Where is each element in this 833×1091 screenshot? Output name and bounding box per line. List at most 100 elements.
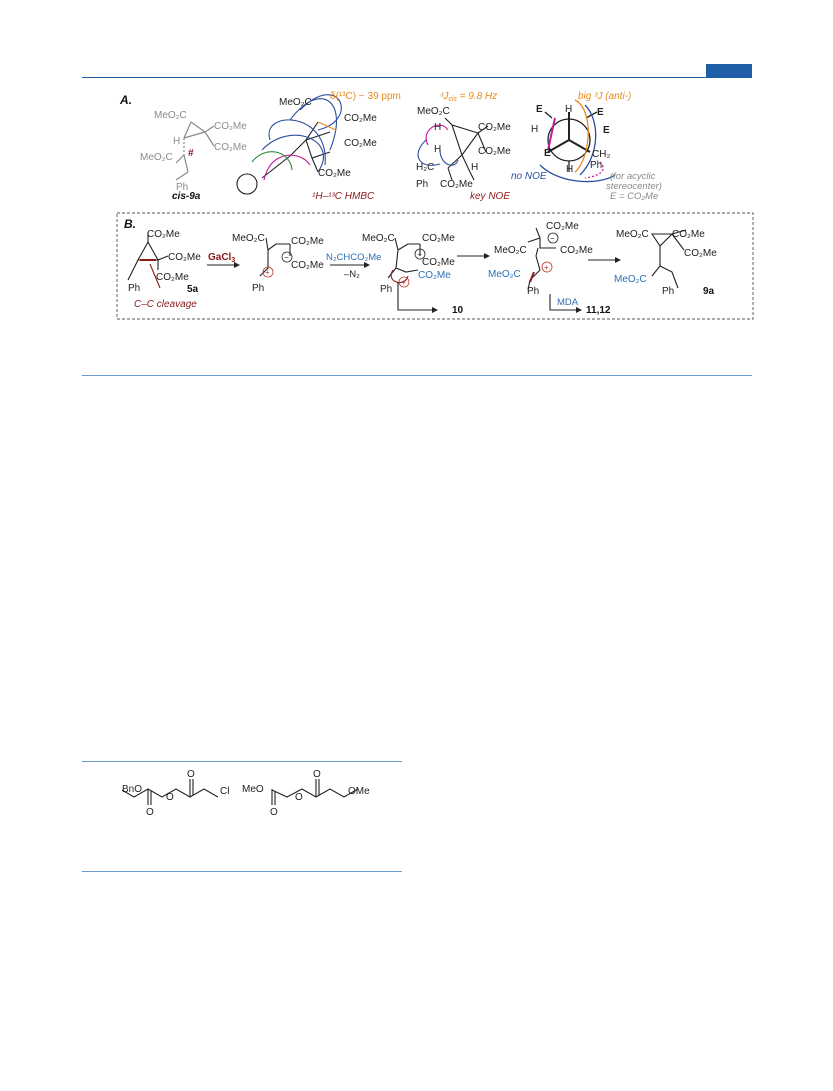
s4-meo2c-blue: MeO₂C (488, 269, 521, 280)
c2-meo2c: MeO₂C (279, 97, 312, 108)
s1-co2me-c: CO₂Me (156, 272, 189, 283)
c1-o2: O (166, 792, 174, 803)
c2-o2: O (295, 792, 303, 803)
s3-branch-arrow (432, 307, 438, 313)
c4-ch2: CH₂ (592, 149, 610, 160)
arrow2-bottom: –N₂ (344, 269, 360, 280)
scheme-2: BnO O O O Cl MeO O O O OMe (121, 769, 370, 818)
c1-h: H (173, 136, 180, 147)
struct-9a (650, 229, 687, 289)
s3-co2me-b: CO₂Me (422, 257, 455, 268)
s4-branch-arrow (576, 307, 582, 313)
s4-co2me-top: CO₂Me (546, 221, 579, 232)
c4-acyclic-1: (for acyclic (610, 171, 656, 182)
s4-minus: − (550, 234, 555, 243)
c4-h3: H (566, 164, 573, 175)
c1-hash: # (188, 148, 194, 159)
c3-co2me-a: CO₂Me (478, 122, 511, 133)
s4-plus-circle (541, 261, 553, 273)
s5-ph: Ph (662, 286, 674, 297)
s2-plus: + (265, 268, 270, 277)
arrow-1 (207, 262, 240, 268)
s3-plus: + (401, 278, 406, 287)
s1-name: 5a (187, 284, 199, 295)
c4-acyclic-3: E = CO₂Me (610, 191, 658, 202)
scheme-rule-top (82, 761, 402, 762)
c2-ome: OMe (348, 786, 370, 797)
arrow-2 (330, 262, 370, 268)
c3-ph: Ph (416, 179, 428, 190)
arrow2-top: N₂CHCO₂Me (326, 252, 381, 263)
s1-ph: Ph (128, 283, 140, 294)
c2-meo: MeO (242, 784, 264, 795)
c3-h3: H (471, 162, 478, 173)
c1-meo2c-left: MeO₂C (140, 152, 173, 163)
c4-e2: E (597, 107, 604, 118)
compound-methoxyacetate (271, 779, 359, 805)
c3-co2me-c: CO₂Me (440, 179, 473, 190)
s2-plus-circle (262, 266, 274, 278)
c4-acyclic-2: stereocenter) (606, 181, 662, 192)
c4-e4: E (544, 148, 551, 159)
s5-meo2c: MeO₂C (616, 229, 649, 240)
s5-name: 9a (703, 286, 715, 297)
c3-co2me-b: CO₂Me (478, 146, 511, 157)
c2-shift-note: δ(¹³C) ~ 39 ppm (330, 91, 401, 102)
c4-h2: H (531, 124, 538, 135)
c2-co2me-c: CO₂Me (318, 168, 351, 179)
c2-co2me-b: CO₂Me (344, 138, 377, 149)
arrow-4 (588, 257, 621, 263)
c4-ph: Ph (590, 160, 602, 171)
s5-co2me-a: CO₂Me (672, 229, 705, 240)
c1-o3: O (187, 769, 195, 780)
s2-co2me-a: CO₂Me (291, 236, 324, 247)
c2-o1: O (270, 807, 278, 818)
s4-co2me-b: CO₂Me (560, 245, 593, 256)
s3-co2me-blue: CO₂Me (418, 270, 451, 281)
c2-o3: O (313, 769, 321, 780)
c1-cl: Cl (220, 786, 229, 797)
compound-hmbc (236, 94, 342, 195)
arrow-3 (457, 253, 490, 259)
c3-caption: key NOE (470, 191, 510, 202)
c1-o1: O (146, 807, 154, 818)
s3-meo2c: MeO₂C (362, 233, 395, 244)
header-tab-block (706, 64, 752, 77)
panel-b-border (116, 212, 754, 320)
c4-h1: H (565, 104, 572, 115)
c4-e3: E (603, 125, 610, 136)
scheme-rule-bottom (82, 871, 402, 872)
arrow1-label: GaCl3 (208, 252, 235, 264)
s4-minus-circle (547, 232, 559, 244)
s3-minus-circle (414, 248, 426, 260)
s1-co2me-b: CO₂Me (168, 252, 201, 263)
section-rule-mid (82, 375, 752, 376)
s4-reagent: MDA (557, 297, 579, 308)
s2-co2me-b: CO₂Me (291, 260, 324, 271)
c1-bno: BnO (122, 784, 142, 795)
s4-meo2c: MeO₂C (494, 245, 527, 256)
c4-e1: E (536, 104, 543, 115)
compound-newman (539, 99, 616, 183)
s2-ph: Ph (252, 283, 264, 294)
s4-ph: Ph (527, 286, 539, 297)
compound-key-noe (417, 117, 489, 181)
compound-chloroacetate (121, 779, 219, 805)
s1-co2me-a: CO₂Me (147, 229, 180, 240)
c3-h2: H (434, 144, 441, 155)
panel-b-figure: B. CO₂Me CO₂Me CO₂Me Ph 5a C–C cleavage … (116, 212, 754, 320)
c1-ph: Ph (176, 182, 188, 193)
c2-co2me-a: CO₂Me (344, 113, 377, 124)
c1-co2me-a: CO₂Me (214, 121, 247, 132)
compound-cis-9a (175, 121, 215, 181)
s2-minus-circle (281, 251, 293, 263)
c1-co2me-b: CO₂Me (214, 142, 247, 153)
c4-no-noe: no NOE (511, 171, 547, 182)
s5-meo2c-blue: MeO₂C (614, 274, 647, 285)
header-rule (82, 77, 752, 78)
s4-product: 11,12 (586, 305, 611, 316)
panel-b-label: B. (124, 217, 136, 231)
c2-caption: ¹H–¹³C HMBC (312, 191, 375, 202)
panel-a-label: A. (119, 93, 132, 107)
s3-co2me-a: CO₂Me (422, 233, 455, 244)
